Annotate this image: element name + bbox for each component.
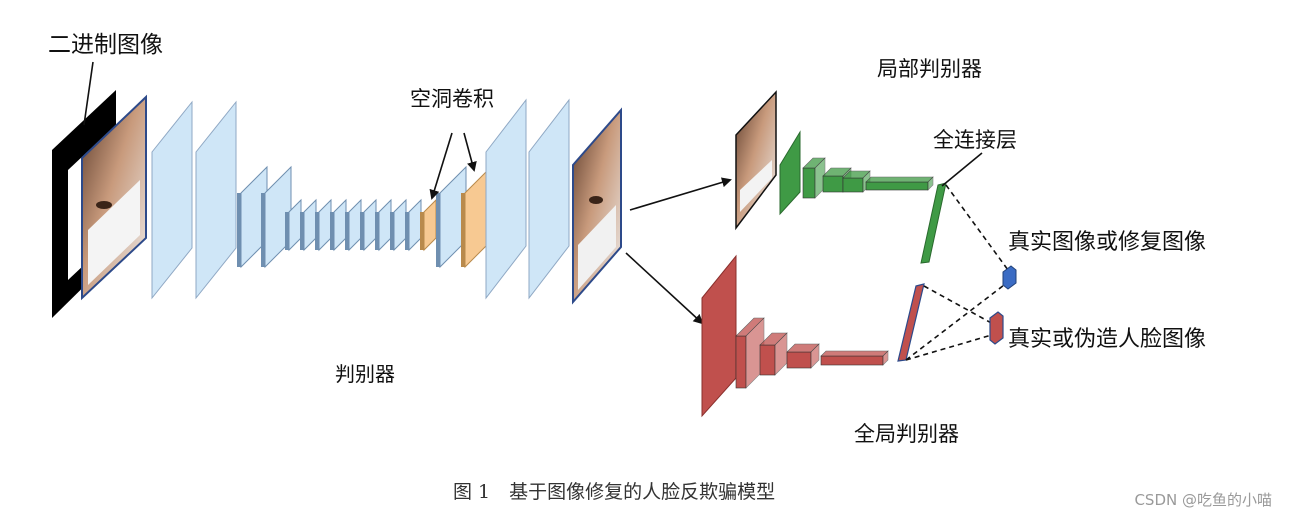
global-conv-block (786, 343, 820, 369)
dilated-layer (420, 198, 437, 252)
global-conv-block (759, 332, 788, 376)
output-node-real-or-inpainted (1002, 265, 1017, 290)
arrow-dilated-1 (429, 132, 453, 200)
global-conv-block (820, 350, 889, 366)
encoder-layer (345, 198, 362, 252)
encoder-layer (360, 198, 377, 252)
arrow-to-global (625, 252, 704, 325)
global-conv-block (735, 317, 765, 389)
label-discriminator: 判别器 (335, 362, 395, 386)
dilated-conv-layers (420, 165, 492, 269)
fc-pointer-line (941, 152, 983, 187)
global-discriminator-blocks (701, 254, 889, 418)
local-conv-block (865, 176, 934, 191)
encoder-layer (151, 100, 193, 300)
local-conv-block (779, 130, 801, 216)
encoder-layer (375, 198, 392, 252)
global-fc-bar (897, 283, 925, 362)
encoder-layer (315, 198, 332, 252)
encoder-layers (151, 100, 422, 300)
output-node-real-or-fake (989, 311, 1004, 345)
label-real-or-inpainted: 真实图像或修复图像 (1008, 230, 1206, 255)
watermark: CSDN @吃鱼的小喵 (1134, 491, 1272, 509)
binary-pointer-line (83, 61, 94, 126)
encoder-layer (330, 198, 347, 252)
dashed-connections (905, 184, 1009, 361)
arrow-dilated-2 (463, 132, 477, 172)
label-global-discriminator: 全局判别器 (854, 422, 959, 446)
local-conv-block (802, 157, 826, 199)
encoder-layer (405, 198, 422, 252)
encoder-layer (195, 100, 237, 300)
label-real-or-fake: 真实或伪造人脸图像 (1008, 327, 1206, 352)
local-face-patch (735, 90, 777, 231)
arrow-to-local (629, 177, 732, 211)
figure-caption: 图 1 基于图像修复的人脸反欺骗模型 (453, 481, 775, 503)
local-conv-block (842, 170, 871, 193)
label-binary-image: 二进制图像 (48, 32, 163, 58)
input-face-photo (81, 94, 147, 301)
encoder-layer (390, 198, 407, 252)
global-conv-block (701, 254, 737, 418)
label-dilated-conv: 空洞卷积 (410, 87, 494, 111)
label-local-discriminator: 局部判别器 (877, 57, 982, 81)
label-fully-connected: 全连接层 (933, 128, 1017, 152)
local-discriminator-blocks (779, 130, 934, 216)
encoder-layer (300, 198, 317, 252)
decoder-layer (485, 98, 527, 300)
local-fc-bar (920, 182, 947, 264)
decoder-layer (528, 98, 570, 300)
decoder-layers (485, 98, 570, 300)
output-face-photo (572, 107, 622, 305)
